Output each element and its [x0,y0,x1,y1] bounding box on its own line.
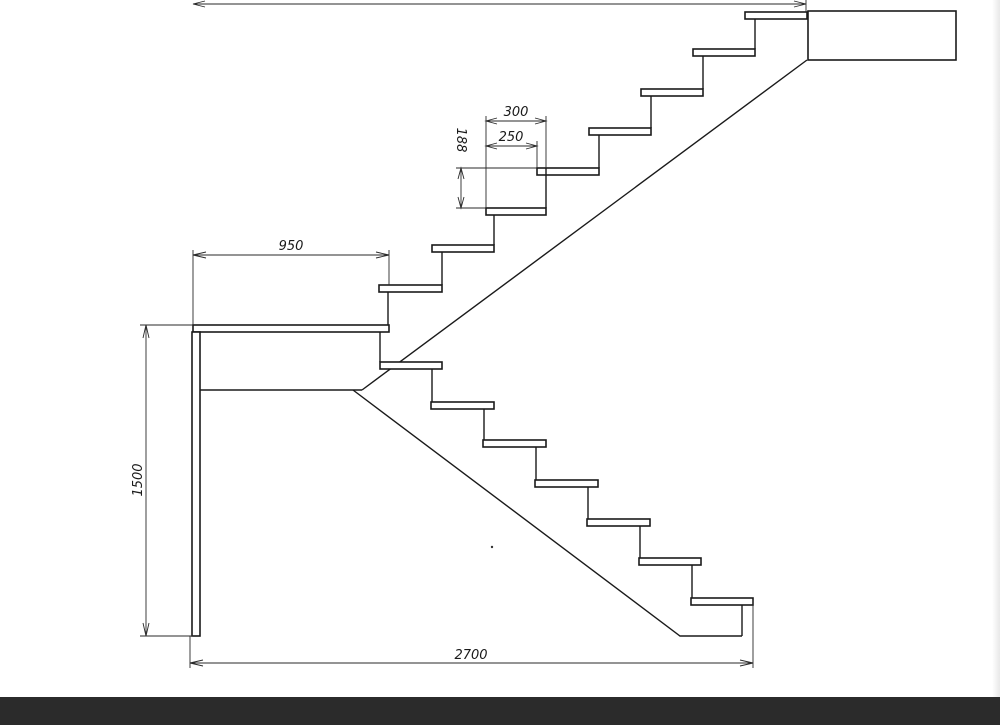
dimension-overall-width: 2700 [189,600,754,668]
dim-text-landing-width: 950 [279,239,304,254]
dimension-tread-depth: 250 [484,130,539,168]
dim-text-step-rise: 188 [453,128,468,153]
lower-flight-risers [379,332,743,636]
lower-flight-treads [379,361,754,606]
tread [588,127,652,136]
dim-text-step-run: 300 [504,105,529,120]
upper-floor-block [807,10,957,61]
tread [482,439,547,448]
scan-right-edge [992,0,1000,697]
dim-text-overall-width: 2700 [454,648,487,663]
tread [534,479,599,488]
upper-flight-risers [387,19,756,326]
dimension-step-run: 300 [484,105,548,208]
tread [640,88,704,97]
dim-text-height-lower: 1500 [131,463,146,496]
tread [431,244,495,253]
support-column [191,331,201,637]
dimension-landing-width: 950 [192,239,390,325]
tread [536,167,600,176]
tread [379,361,443,370]
upper-flight-treads [378,11,808,293]
tread [638,557,702,566]
tread [378,284,443,293]
tread [692,48,756,57]
tread [744,11,808,20]
tread [586,518,651,527]
top-dimension-line [192,0,807,12]
tread [430,401,495,410]
dimension-step-rise: 188 [453,128,537,210]
upper-stringer [361,59,808,391]
lower-stringer [352,389,742,637]
dimension-height-lower: 1500 [131,324,193,637]
tread [690,597,754,606]
landing-platform [192,324,390,333]
scan-speck [490,545,494,549]
dim-text-tread-depth: 250 [499,130,524,145]
scan-bottom-edge [0,697,1000,725]
tread [485,207,547,216]
staircase-drawing: 2700 1500 950 300 250 [131,0,957,668]
